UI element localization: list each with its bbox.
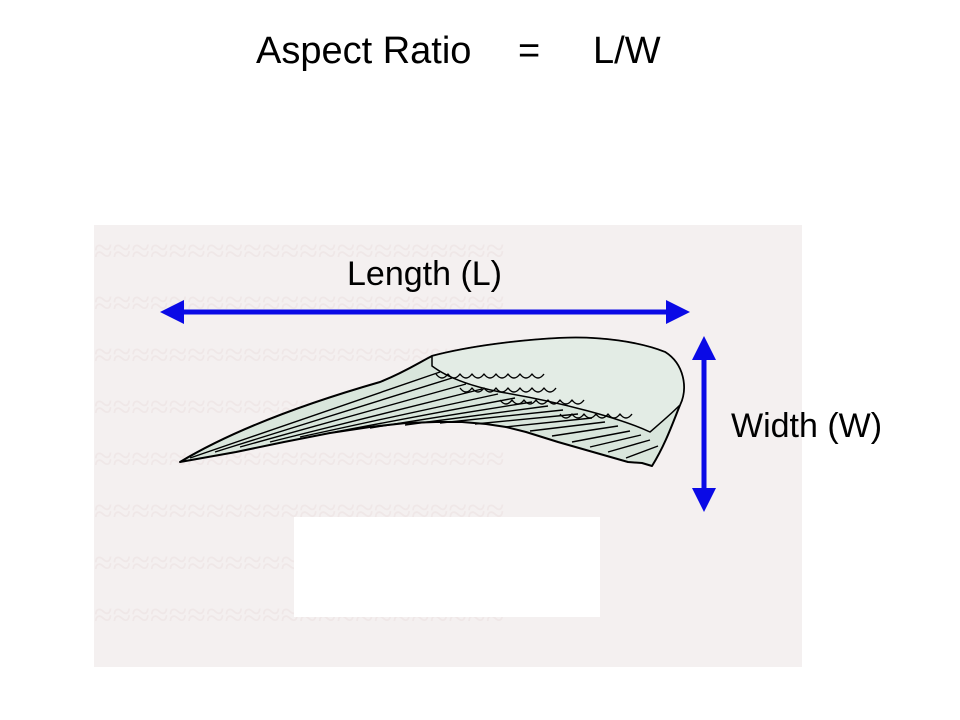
white-cover-patch — [294, 517, 600, 617]
width-arrow-head-top — [692, 336, 716, 360]
title-equation: Aspect Ratio = L/W — [0, 30, 960, 80]
faded-scan-texture: ≈≈≈≈≈≈≈≈≈≈≈≈≈≈≈≈≈≈≈≈≈≈ — [94, 233, 505, 270]
length-label: Length (L) — [347, 255, 502, 293]
length-arrow-head-right — [666, 300, 690, 324]
width-label: Width (W) — [731, 407, 883, 445]
scanned-page-background: ≈≈≈≈≈≈≈≈≈≈≈≈≈≈≈≈≈≈≈≈≈≈ ≈≈≈≈≈≈≈≈≈≈≈≈≈≈≈≈≈… — [94, 225, 802, 667]
title-aspect-ratio: Aspect Ratio — [256, 30, 472, 72]
title-formula: L/W — [593, 30, 661, 72]
covert-scallops — [435, 373, 633, 419]
title-equals-sign: = — [518, 30, 541, 72]
length-arrow — [160, 300, 690, 324]
faded-scan-texture: ≈≈≈≈≈≈≈≈≈≈≈≈≈≈≈≈≈≈≈≈≈≈ — [94, 441, 505, 478]
faded-scan-texture: ≈≈≈≈≈≈≈≈≈≈≈≈≈≈≈≈≈≈≈≈≈≈ — [94, 285, 505, 322]
feather-lines — [189, 371, 659, 459]
width-arrow — [692, 336, 716, 512]
length-arrow-head-left — [160, 300, 184, 324]
width-arrow-head-bottom — [692, 488, 716, 512]
wing-illustration — [179, 336, 685, 467]
